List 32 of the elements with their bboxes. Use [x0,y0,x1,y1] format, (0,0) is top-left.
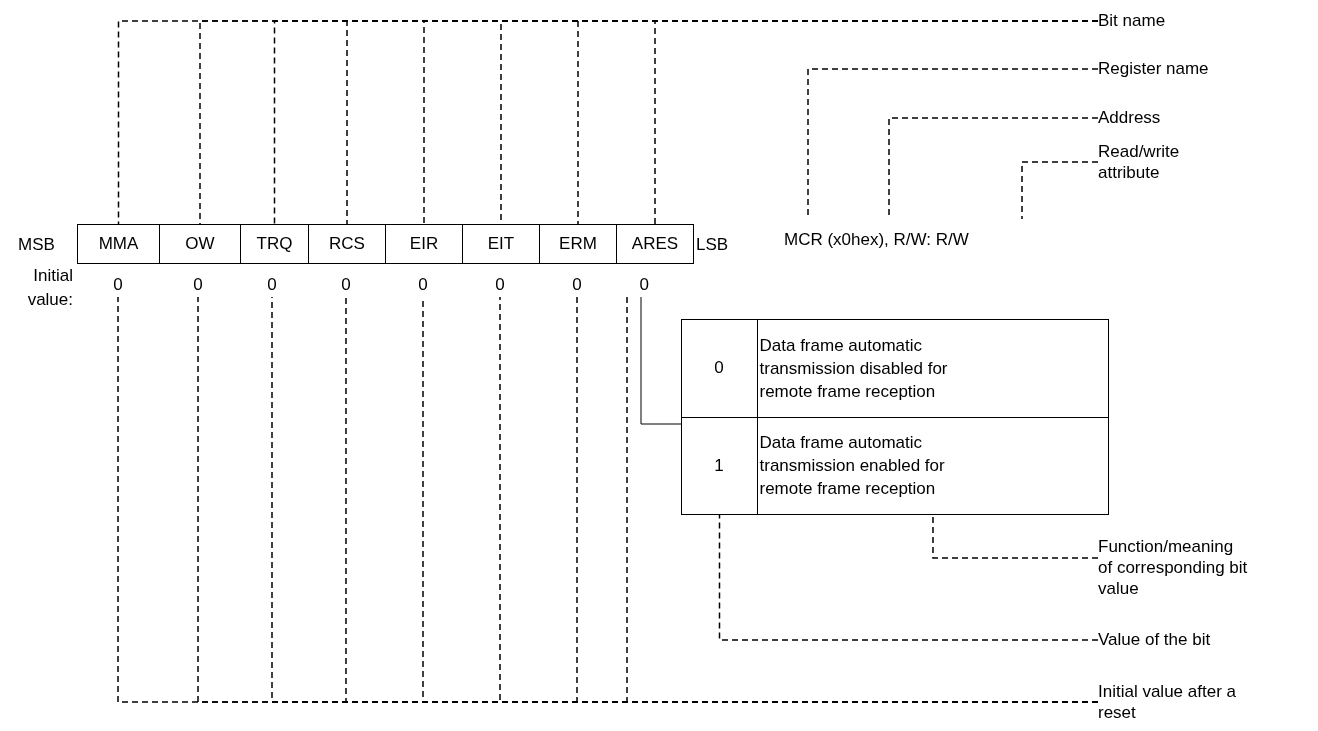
initial-value: 0 [625,273,649,297]
leader-label: Value of the bit [1098,629,1298,651]
leader-label: Function/meaning of corresponding bit value [1098,536,1248,600]
bit-cell: TRQ [240,224,309,264]
bit-cell: OW [159,224,241,264]
initial-value: 0 [413,273,433,297]
bit-value-table [681,319,1109,515]
bit-cell: MMA [77,224,160,264]
initial-value: 0 [262,273,282,297]
leader-label: Bit name [1098,10,1298,32]
leader-line [718,514,1099,641]
register-heading: MCR (x0hex), R/W: R/W [782,219,1052,261]
msb-label: MSB [18,234,56,256]
leader-line [640,296,682,425]
initial-value: 0 [108,273,128,297]
leader-label: Address [1098,107,1298,129]
initial-value: 0 [567,273,587,297]
lsb-label: LSB [696,234,730,256]
bit-cell: ARES [616,224,694,264]
bit-cell: EIT [462,224,540,264]
initial-value: 0 [188,273,208,297]
row-label: Initial value: [26,265,73,311]
leader-label: Read/write attribute [1098,141,1208,183]
initial-value: 0 [490,273,510,297]
leader-label: Register name [1098,58,1298,80]
bit-cell: RCS [308,224,386,264]
initial-value: 0 [336,273,356,297]
bit-cell: EIR [385,224,463,264]
leader-label: Initial value after a reset [1098,681,1268,723]
leader-line [1021,161,1099,220]
bit-cell: ERM [539,224,617,264]
leader-line [932,514,1099,559]
